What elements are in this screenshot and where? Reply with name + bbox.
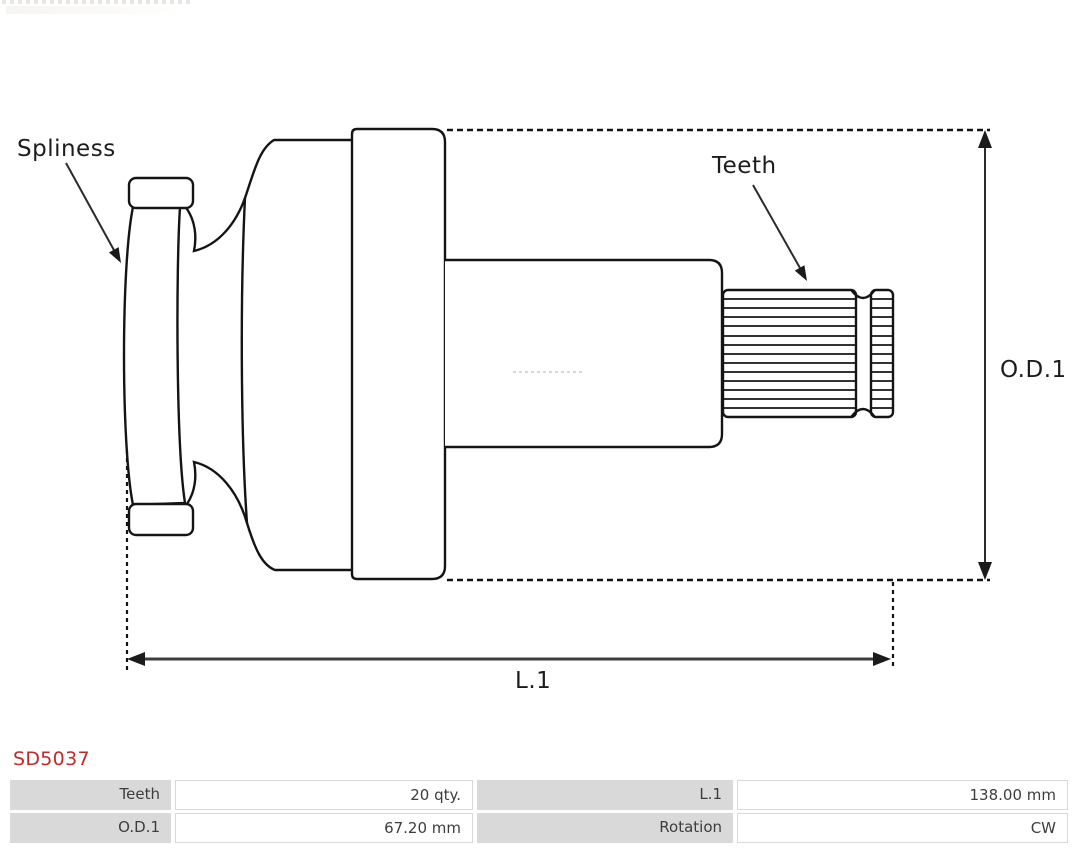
groove-notch-top — [850, 289, 876, 300]
spec-value-rotation: CW — [737, 813, 1068, 843]
collar-tab-top — [127, 176, 195, 210]
spec-label-rotation: Rotation — [477, 813, 733, 843]
extension-lines — [125, 128, 990, 672]
part-drawing — [122, 127, 895, 581]
partial-logo-artifact-smudge — [6, 6, 186, 14]
splines-label: Spliness — [17, 136, 116, 162]
collar-tab-bottom — [127, 502, 195, 537]
callout-teeth: Teeth — [711, 153, 807, 281]
callout-splines: Spliness — [17, 136, 121, 263]
product-code-link[interactable]: SD5037 — [13, 748, 90, 770]
spec-label-od1: O.D.1 — [10, 813, 171, 843]
shaft — [445, 258, 724, 449]
spec-value-teeth: 20 qty. — [175, 780, 473, 810]
spec-value-od1: 67.20 mm — [175, 813, 473, 843]
teeth-label: Teeth — [711, 153, 777, 179]
dimension-l1: L.1 — [127, 652, 891, 694]
collar-crescent — [122, 205, 187, 507]
dimension-od1: O.D.1 — [978, 130, 1067, 580]
od1-label: O.D.1 — [1000, 357, 1067, 383]
drum-left-edge — [240, 196, 249, 525]
flange-body — [350, 127, 447, 581]
end-cap-teeth-lines — [872, 298, 892, 409]
l1-label: L.1 — [515, 668, 551, 694]
arrowhead-right — [873, 652, 891, 666]
bell-top-curve — [185, 138, 354, 253]
table-row: O.D.1 67.20 mm Rotation CW — [10, 813, 1069, 843]
spec-label-teeth: Teeth — [10, 780, 171, 810]
spline-teeth-lines — [724, 298, 855, 409]
partial-logo-artifact — [2, 0, 194, 4]
table-row: Teeth 20 qty. L.1 138.00 mm — [10, 780, 1069, 810]
spec-table: Teeth 20 qty. L.1 138.00 mm O.D.1 67.20 … — [10, 780, 1069, 846]
arrowhead-left — [127, 652, 145, 666]
technical-diagram: O.D.1 L.1 Spliness Teeth — [17, 127, 1067, 694]
spec-label-l1: L.1 — [477, 780, 733, 810]
groove-notch-bottom — [850, 407, 876, 418]
arrowhead-down — [978, 562, 992, 580]
spec-value-l1: 138.00 mm — [737, 780, 1068, 810]
bell-bottom-curve — [185, 460, 354, 572]
arrowhead-up — [978, 130, 992, 148]
teeth-arrowhead — [794, 265, 807, 281]
splines-arrowhead — [109, 247, 121, 263]
